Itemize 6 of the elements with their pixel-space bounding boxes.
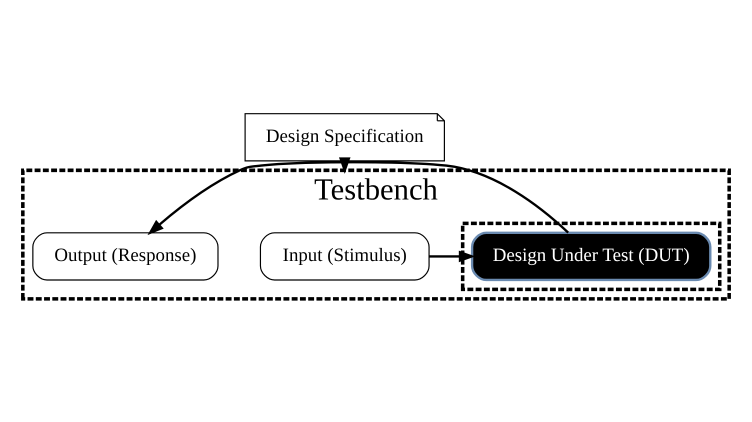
- node-box: Design Under Test (DUT): [470, 232, 712, 282]
- node-box: Output (Response): [32, 232, 219, 281]
- node-box: Input (Stimulus): [260, 232, 430, 281]
- cluster: [460, 222, 722, 292]
- arrow: [338, 157, 351, 174]
- arrow: [429, 250, 476, 262]
